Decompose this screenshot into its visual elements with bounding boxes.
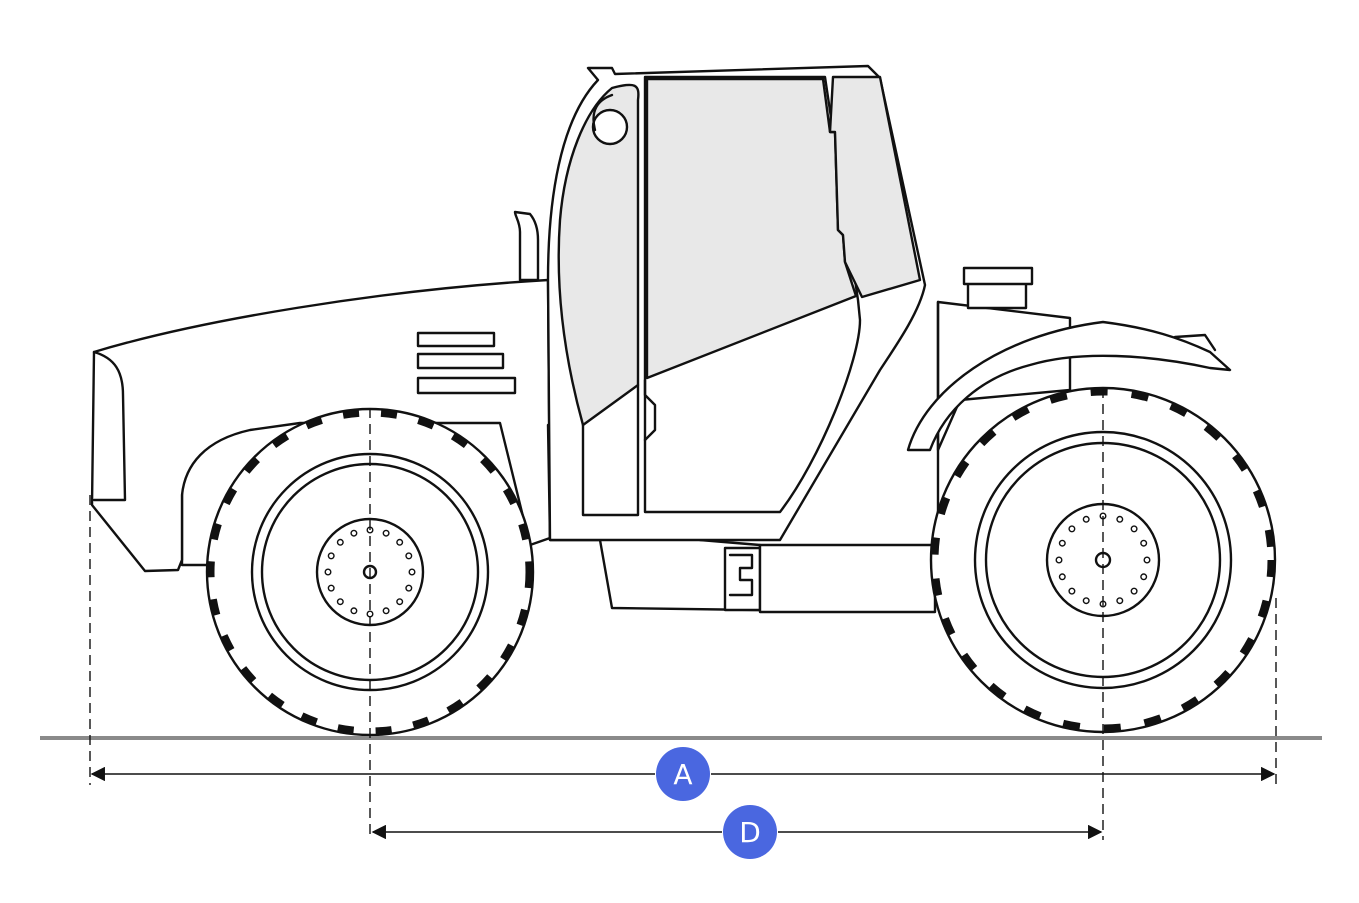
- rear-hub-bolts: [1055, 512, 1151, 608]
- hub-bolt: [336, 538, 344, 546]
- rear-rim-outer: [973, 430, 1233, 690]
- hub-bolt: [1130, 587, 1138, 595]
- hub-bolt: [350, 529, 358, 537]
- hub-bolt: [1082, 515, 1090, 523]
- hub-bolt: [405, 584, 413, 592]
- door-handle-notch: [643, 378, 657, 442]
- cab-front-window: [557, 83, 640, 427]
- hub-bolt: [1058, 539, 1066, 547]
- dimension-a: A: [90, 747, 1276, 801]
- step-detail: [728, 553, 754, 597]
- hub-bolt: [350, 607, 358, 615]
- hub-bolt: [336, 598, 344, 606]
- rear-wheel: [929, 386, 1277, 734]
- hub-bolt: [1140, 539, 1148, 547]
- dimension-d-label: D: [739, 816, 761, 849]
- hub-bolt: [366, 610, 374, 618]
- hub-bolt: [396, 598, 404, 606]
- hub-bolt: [1116, 597, 1124, 605]
- hub-bolt: [405, 552, 413, 560]
- mirror: [591, 108, 629, 146]
- dimension-d: D: [371, 805, 1103, 859]
- hood-vent-1: [416, 331, 496, 348]
- hub-bolt: [382, 529, 390, 537]
- hub-bolt: [396, 538, 404, 546]
- front-tire-tread: [207, 409, 533, 735]
- hub-bolt: [382, 607, 390, 615]
- cab-front-pillar: [581, 383, 640, 517]
- tractor: [90, 64, 1232, 614]
- hub-bolt: [1082, 597, 1090, 605]
- hood-vent-2: [416, 352, 505, 370]
- rear-chassis: [758, 543, 937, 614]
- hub-bolt: [1143, 556, 1151, 564]
- hub-bolt: [1140, 573, 1148, 581]
- fuel-cap-top: [962, 266, 1034, 286]
- hub-bolt: [408, 568, 416, 576]
- rear-fender-bracket: [1173, 333, 1217, 352]
- exhaust-pipe: [513, 210, 540, 282]
- hub-bolt: [1130, 525, 1138, 533]
- hood-front-grille: [92, 350, 127, 502]
- hub-bolt: [324, 568, 332, 576]
- hub-bolt: [327, 584, 335, 592]
- hub-bolt: [1116, 515, 1124, 523]
- mirror-arm: [592, 93, 614, 132]
- fuel-cap-base: [966, 280, 1028, 310]
- hub-bolt: [327, 552, 335, 560]
- hub-bolt: [1068, 525, 1076, 533]
- hub-bolt: [1055, 556, 1063, 564]
- rear-fender: [906, 320, 1232, 452]
- hub-bolt: [1058, 573, 1066, 581]
- hub-bolt: [1068, 587, 1076, 595]
- dimension-a-label: A: [673, 758, 692, 791]
- dimension-a-badge: [656, 747, 710, 801]
- hood-vent-3: [416, 376, 517, 395]
- cab-rear-window: [828, 75, 922, 299]
- dimension-d-badge: [723, 805, 777, 859]
